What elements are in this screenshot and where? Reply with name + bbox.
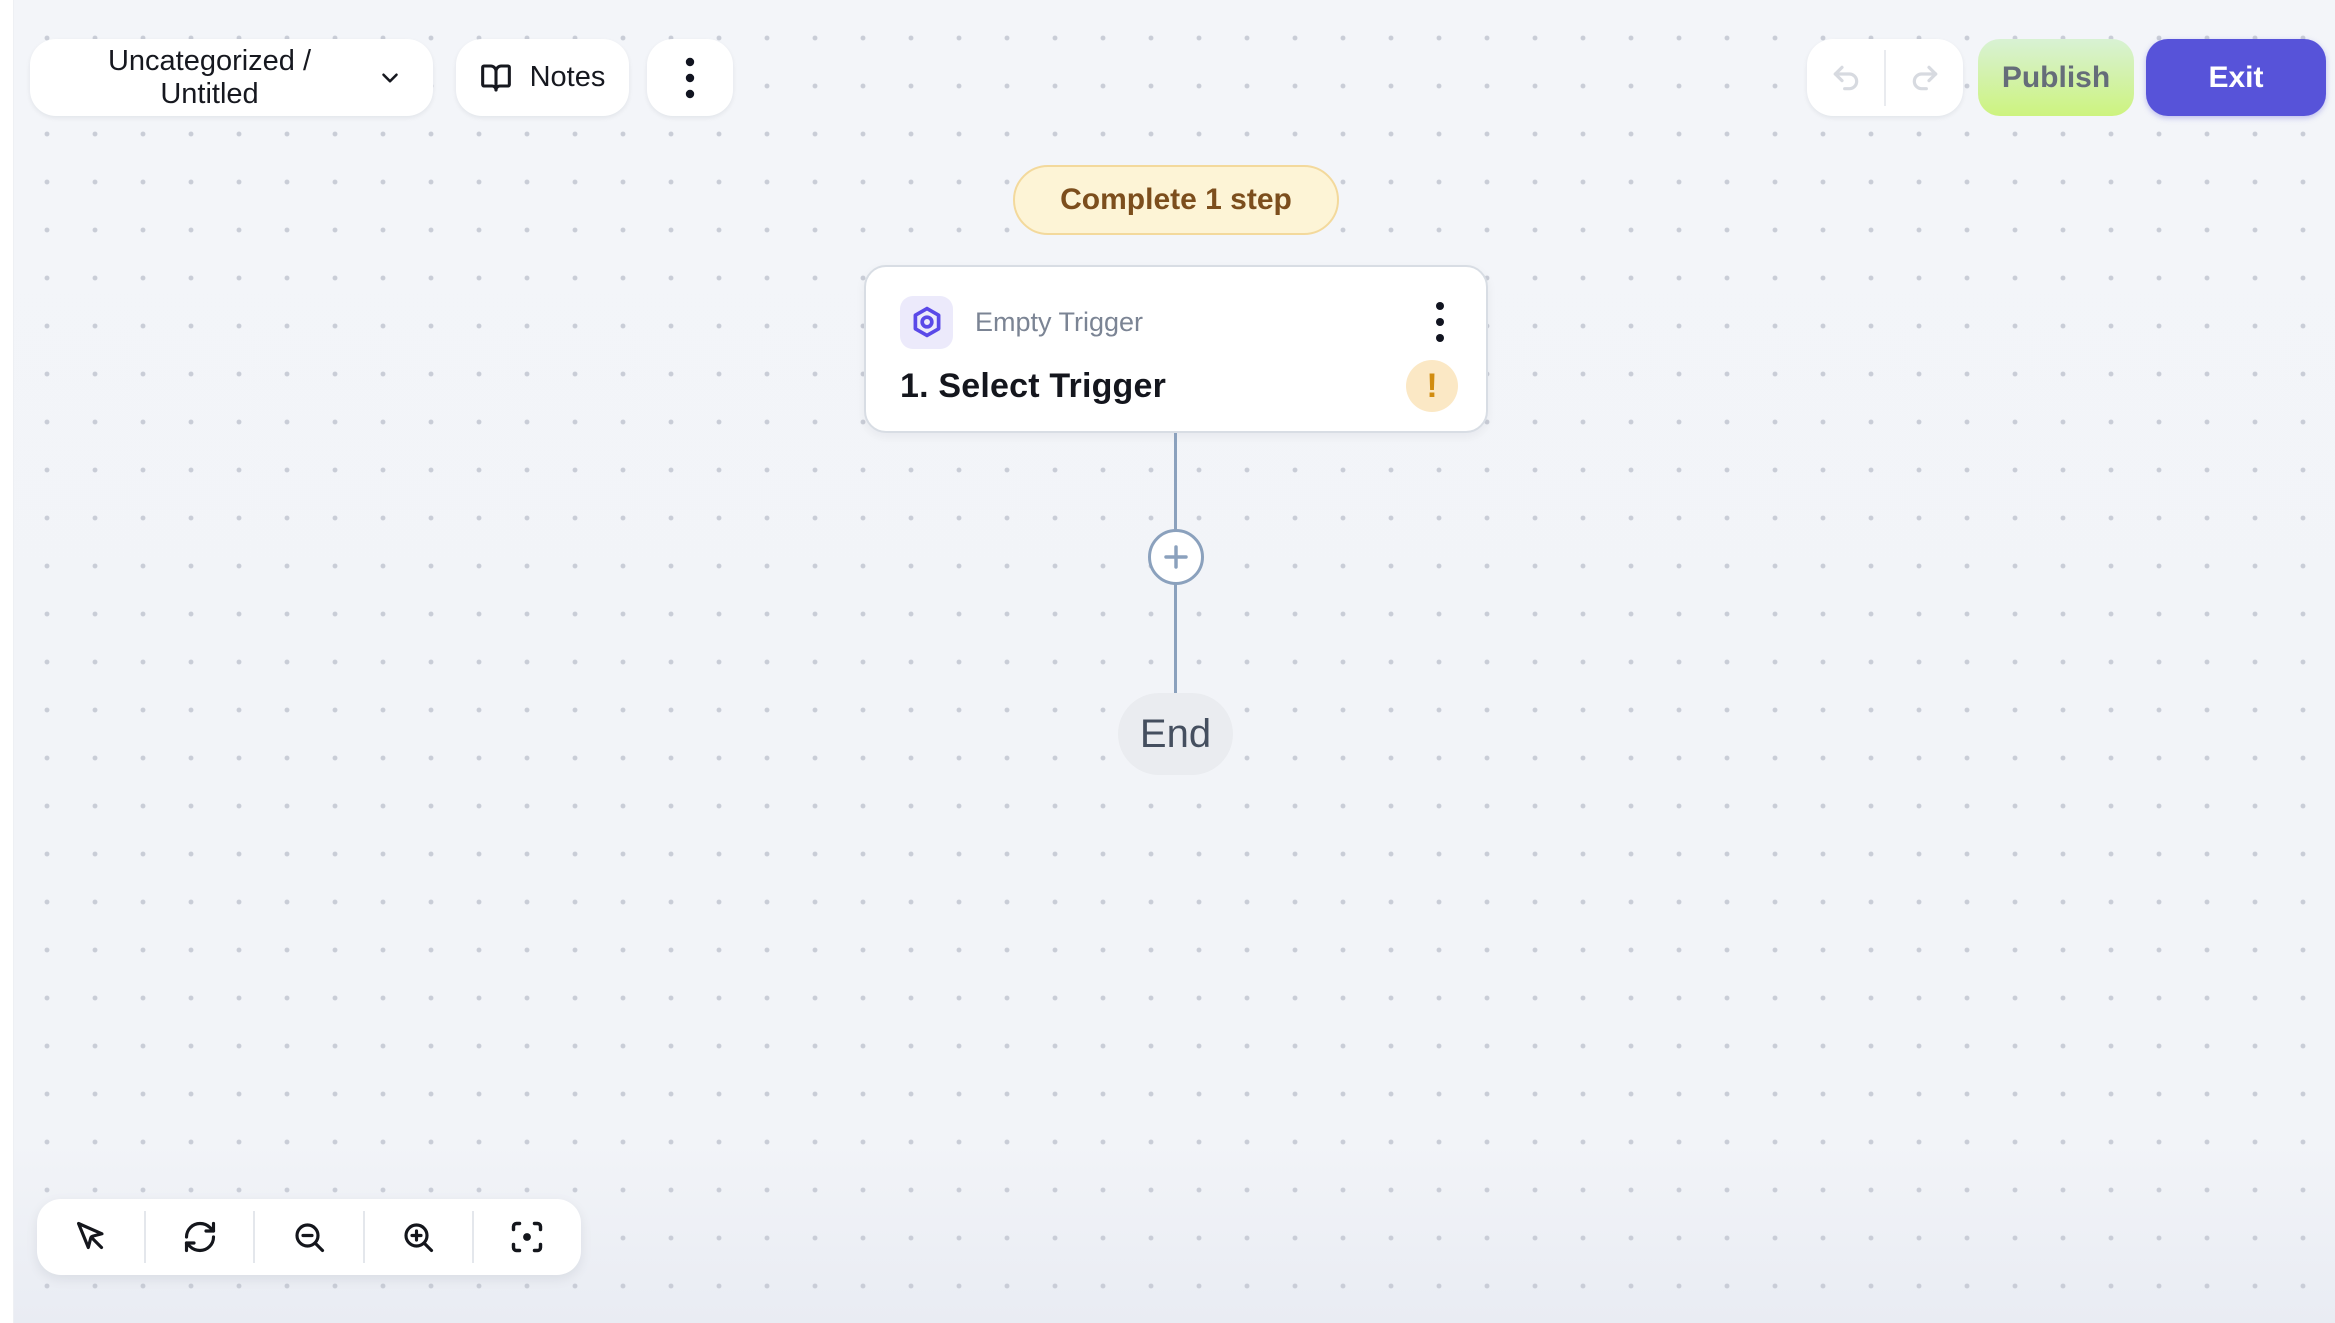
exit-label: Exit	[2208, 60, 2264, 94]
chevron-down-icon	[377, 65, 403, 91]
flow-end-node: End	[1118, 693, 1233, 775]
kebab-menu-icon	[685, 56, 695, 100]
exit-button[interactable]: Exit	[2146, 39, 2326, 116]
trigger-card-body: 1. Select Trigger !	[900, 359, 1462, 413]
undo-icon	[1830, 62, 1862, 94]
trigger-card-header: Empty Trigger	[900, 295, 1452, 349]
trigger-step-card[interactable]: Empty Trigger 1. Select Trigger !	[864, 265, 1488, 433]
notes-label: Notes	[529, 61, 606, 93]
zoom-in-icon	[400, 1219, 436, 1255]
step-actions-menu-button[interactable]	[1420, 295, 1460, 349]
flow-actions-menu-button[interactable]	[647, 39, 733, 116]
redo-icon	[1909, 62, 1941, 94]
reset-view-button[interactable]	[146, 1199, 253, 1275]
left-edge-panel	[0, 0, 14, 1323]
add-step-button[interactable]	[1148, 529, 1204, 585]
history-group	[1807, 39, 1963, 116]
view-toolbar	[37, 1199, 581, 1275]
end-label: End	[1139, 711, 1212, 756]
step-title: 1. Select Trigger	[900, 366, 1167, 405]
trigger-type-label: Empty Trigger	[975, 306, 1144, 337]
undo-button[interactable]	[1807, 39, 1884, 116]
flow-name-label: Uncategorized / Untitled	[107, 44, 312, 110]
book-open-icon	[480, 62, 512, 94]
notes-button[interactable]: Notes	[456, 39, 629, 116]
publish-label: Publish	[2001, 60, 2111, 94]
fit-view-icon	[509, 1219, 545, 1255]
zoom-in-button[interactable]	[365, 1199, 472, 1275]
redo-button[interactable]	[1886, 39, 1963, 116]
divider	[144, 1211, 147, 1263]
divider	[1884, 49, 1886, 106]
flow-name-dropdown[interactable]: Uncategorized / Untitled	[30, 39, 433, 116]
divider	[471, 1211, 474, 1263]
zoom-out-icon	[291, 1219, 327, 1255]
zoom-out-button[interactable]	[255, 1199, 362, 1275]
warning-glyph: !	[1426, 366, 1438, 405]
plus-icon	[1160, 541, 1192, 573]
fit-view-button[interactable]	[474, 1199, 581, 1275]
publish-button[interactable]: Publish	[1978, 39, 2134, 116]
piece-icon-container	[900, 295, 953, 349]
incomplete-steps-label: Complete 1 step	[1060, 183, 1292, 216]
divider	[362, 1211, 365, 1263]
divider	[253, 1211, 256, 1263]
incomplete-steps-badge[interactable]: Complete 1 step	[1013, 165, 1339, 235]
cursor-select-button[interactable]	[37, 1199, 144, 1275]
hexagon-piece-icon	[910, 305, 944, 339]
cursor-icon	[73, 1219, 109, 1255]
warning-icon: !	[1406, 360, 1458, 412]
kebab-menu-icon	[1435, 300, 1445, 344]
refresh-icon	[182, 1219, 218, 1255]
